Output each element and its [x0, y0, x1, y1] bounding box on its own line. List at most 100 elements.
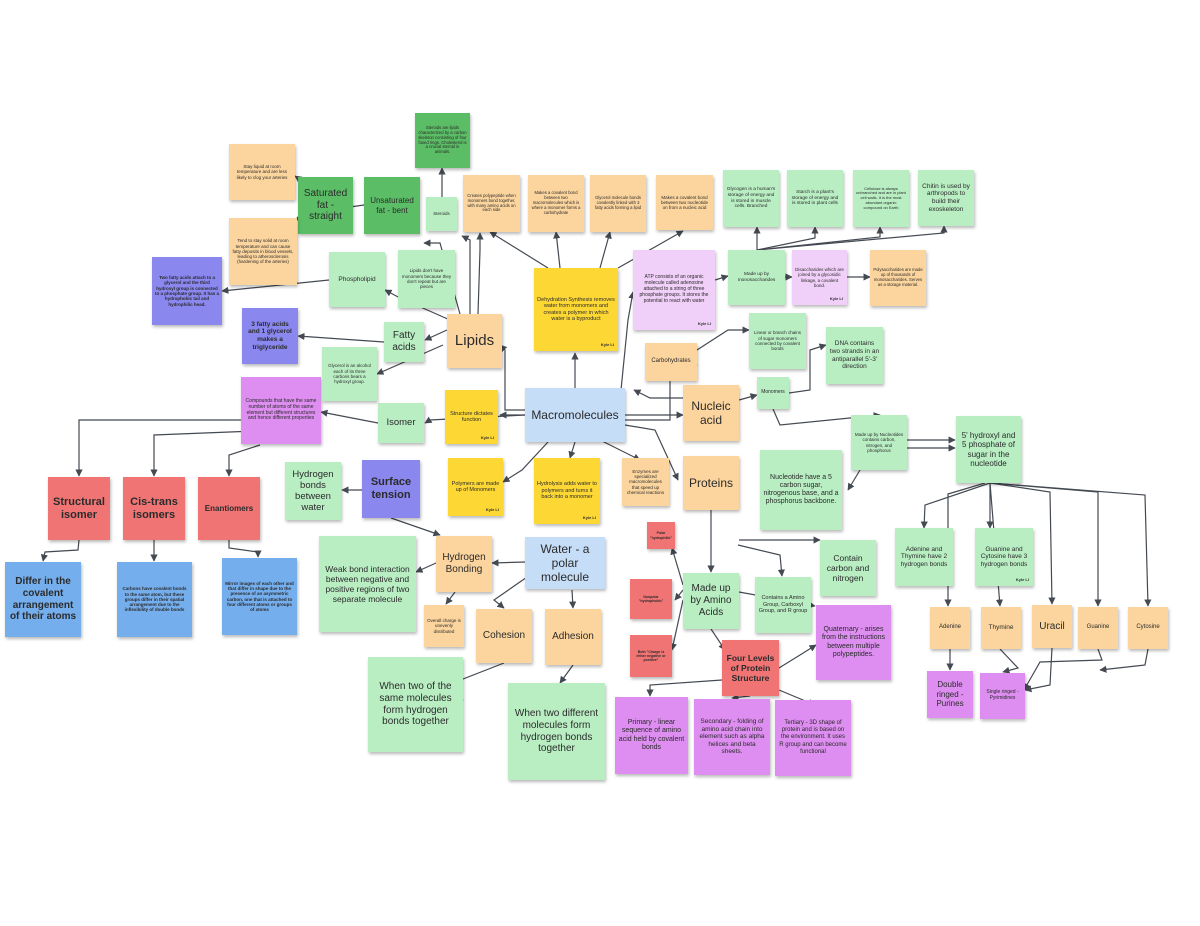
adenine-thymine-note[interactable]: Adenine and Thymine have 2 hydrogen bond…	[895, 528, 953, 586]
lipids-note[interactable]: Lipids	[447, 314, 502, 368]
macromolecules-note[interactable]: Macromolecules	[525, 388, 625, 442]
hydrogen-bonds-water-note[interactable]: Hydrogen bonds between water	[285, 462, 341, 520]
enantiomers-note[interactable]: Enantiomers	[198, 477, 260, 540]
uracil-note[interactable]: Uracil	[1032, 605, 1072, 648]
connector-arrow	[920, 482, 991, 529]
quaternary-note[interactable]: Quaternary - arises from the instruction…	[816, 605, 891, 680]
connector-arrow	[1099, 648, 1149, 673]
connector-arrow	[491, 559, 526, 567]
atp-note[interactable]: ATP consists of an organic molecule call…	[633, 250, 715, 330]
connector-arrow	[40, 539, 80, 562]
connector-arrow	[568, 441, 576, 459]
structural-definition-note[interactable]: Differ in the covalent arrangement of th…	[5, 562, 81, 637]
polypeptide-bond-note[interactable]: Creates polypeptide when monomers bond t…	[463, 175, 520, 232]
connector-arrow	[390, 517, 441, 537]
isomer-note[interactable]: Isomer	[378, 403, 424, 443]
carbon-nitrogen-note[interactable]: Contain carbon and nitrogen	[820, 540, 876, 596]
connector-arrow	[847, 469, 861, 491]
cytosine-note[interactable]: Cytosine	[1128, 607, 1168, 649]
connector-arrow	[461, 235, 471, 314]
unsaturated-fat-note[interactable]: Unsaturated fat - bent	[364, 177, 420, 234]
connector-arrow	[489, 231, 549, 269]
structural-isomer-note[interactable]: Structural isomer	[48, 477, 110, 540]
carbohydrates-note[interactable]: Carbohydrates	[645, 343, 697, 381]
starch-note[interactable]: Starch is a plant's storage of energy an…	[787, 170, 843, 227]
chitin-note[interactable]: Chitin is used by arthropods to build th…	[918, 170, 974, 226]
amino-group-note[interactable]: Contains a Amino Group, Carboxyl Group, …	[755, 577, 811, 633]
cis-trans-note[interactable]: Cis-trans isomers	[123, 477, 185, 540]
thymine-note[interactable]: Thymine	[981, 607, 1021, 649]
adhesion-definition-note[interactable]: When two different molecules form hydrog…	[508, 683, 605, 780]
connector-arrow	[553, 231, 561, 269]
water-note[interactable]: Water - a polar molecule	[525, 537, 605, 589]
adenine-note[interactable]: Adenine	[930, 607, 970, 649]
cis-trans-definition-note[interactable]: Carbons have covalent bonds to the same …	[117, 562, 192, 637]
saturated-fat-note[interactable]: Saturated fat - straight	[298, 177, 353, 234]
cohesion-definition-note[interactable]: When two of the same molecules form hydr…	[368, 657, 463, 752]
connector-arrow	[619, 291, 636, 401]
nonpolar-r-group-note[interactable]: Nonpolar "hydrophobic"	[630, 579, 672, 619]
connector-arrow	[1024, 647, 1053, 693]
pyrimidines-note[interactable]: Single ringed - Pyrimidines	[980, 673, 1025, 719]
phospholipid-definition-note[interactable]: Two fatty acids attach to a glycerol and…	[152, 257, 222, 325]
cellulose-note[interactable]: Cellulose is always unbranched and are i…	[853, 170, 909, 227]
glycerol-bond-note[interactable]: Glycerol molecule bonds covalently linke…	[590, 175, 646, 232]
connector-arrow	[669, 599, 684, 651]
weak-bond-note[interactable]: Weak bond interaction between negative a…	[319, 536, 416, 632]
adhesion-note[interactable]: Adhesion	[545, 609, 601, 665]
connector-arrow	[737, 544, 785, 577]
secondary-note[interactable]: Secondary - folding of amino acid chain …	[694, 699, 770, 775]
connector-arrow	[599, 231, 612, 269]
connector-arrow	[599, 439, 641, 461]
surface-tension-note[interactable]: Surface tension	[362, 460, 420, 518]
steroids-definition-note[interactable]: Steroids are lipids characterized by a c…	[415, 113, 470, 168]
nucleotides-note[interactable]: Made up by Nucleotides contains carbon, …	[851, 415, 907, 470]
purines-note[interactable]: Double ringed - Purines	[927, 671, 973, 718]
disaccharides-note[interactable]: Disaccharides which are joined by a glyc…	[792, 250, 847, 305]
nucleotide-description-note[interactable]: Nucleotide have a 5 carbon sugar, nitrog…	[760, 450, 842, 530]
sugar-chains-note[interactable]: Linear or branch chains of sugar monomer…	[749, 313, 806, 369]
polysaccharides-note[interactable]: Polysaccharides are made up of thousands…	[870, 250, 926, 306]
glycerol-note[interactable]: Glycerol is an alcohol each of its three…	[322, 347, 377, 401]
triglyceride-note[interactable]: 3 fatty acids and 1 glycerol makes a tri…	[242, 308, 298, 364]
nucleotide-bond-note[interactable]: Makes a covalent bond between two nucleo…	[656, 175, 713, 230]
connector-arrow	[646, 679, 723, 697]
isomer-definition-note[interactable]: Compounds that have the same number of a…	[241, 377, 321, 444]
phospholipid-note[interactable]: Phospholipid	[329, 252, 385, 307]
lipids-no-monomers-note[interactable]: Lipids don't have monomers because they …	[398, 250, 455, 308]
connector-arrow	[696, 326, 750, 351]
dehydration-note[interactable]: Dehydration Synthesis removes water from…	[534, 268, 618, 351]
glycogen-note[interactable]: Glycogen is a human's storage of energy …	[723, 170, 779, 227]
cohesion-note[interactable]: Cohesion	[476, 609, 532, 663]
tertiary-note[interactable]: Tertiary - 3D shape of protein and is ba…	[775, 700, 851, 776]
steroids-note[interactable]: Steroids	[426, 197, 457, 231]
hydrogen-bonding-note[interactable]: Hydrogen Bonding	[436, 536, 492, 592]
monomers-note[interactable]: Monomers	[757, 377, 789, 409]
covalent-bond-note[interactable]: Makes a covalent bond between two macrom…	[528, 175, 584, 232]
proteins-note[interactable]: Proteins	[683, 456, 739, 510]
connector-arrow	[756, 226, 884, 251]
hydrolysis-note[interactable]: Hydrolysis adds water to polymers and tu…	[534, 458, 600, 524]
guanine-cytosine-note[interactable]: Guanine and Cytosine have 3 hydrogen bon…	[975, 528, 1033, 586]
four-levels-note[interactable]: Four Levels of Protein Structure	[722, 640, 779, 696]
saturated-definition-note[interactable]: Stay liquid at room temperature and are …	[229, 144, 295, 200]
charged-r-group-note[interactable]: Both "Charge is either negative or posit…	[630, 635, 672, 677]
amino-acids-note[interactable]: Made up by Amino Acids	[683, 573, 739, 629]
monosaccharides-note[interactable]: Made up by monosaccharides	[728, 250, 785, 305]
enantiomers-definition-note[interactable]: Mirror images of each other and that dif…	[222, 558, 297, 635]
primary-note[interactable]: Primary - linear sequence of amino acid …	[615, 697, 688, 774]
dna-note[interactable]: DNA contains two strands in an antiparal…	[826, 327, 883, 384]
nucleic-acid-note[interactable]: Nucleic acid	[683, 385, 739, 441]
unsaturated-definition-note[interactable]: Tend to stay solid at room temperature a…	[229, 218, 297, 285]
connector-arrow	[415, 562, 437, 573]
enzymes-note[interactable]: Enzymes are specialized macromolecules t…	[622, 458, 669, 506]
overall-charge-note[interactable]: Overall charge is unevenly distributed	[424, 605, 464, 647]
polar-r-group-note[interactable]: Polar "hydrophilic"	[647, 522, 675, 549]
fatty-acids-note[interactable]: Fatty acids	[384, 322, 424, 362]
sugar-phosphate-note[interactable]: 5' hydroxyl and 5 phosphate of sugar in …	[956, 416, 1021, 483]
connector-arrow	[738, 393, 758, 401]
guanine-note[interactable]: Guanine	[1078, 607, 1118, 649]
